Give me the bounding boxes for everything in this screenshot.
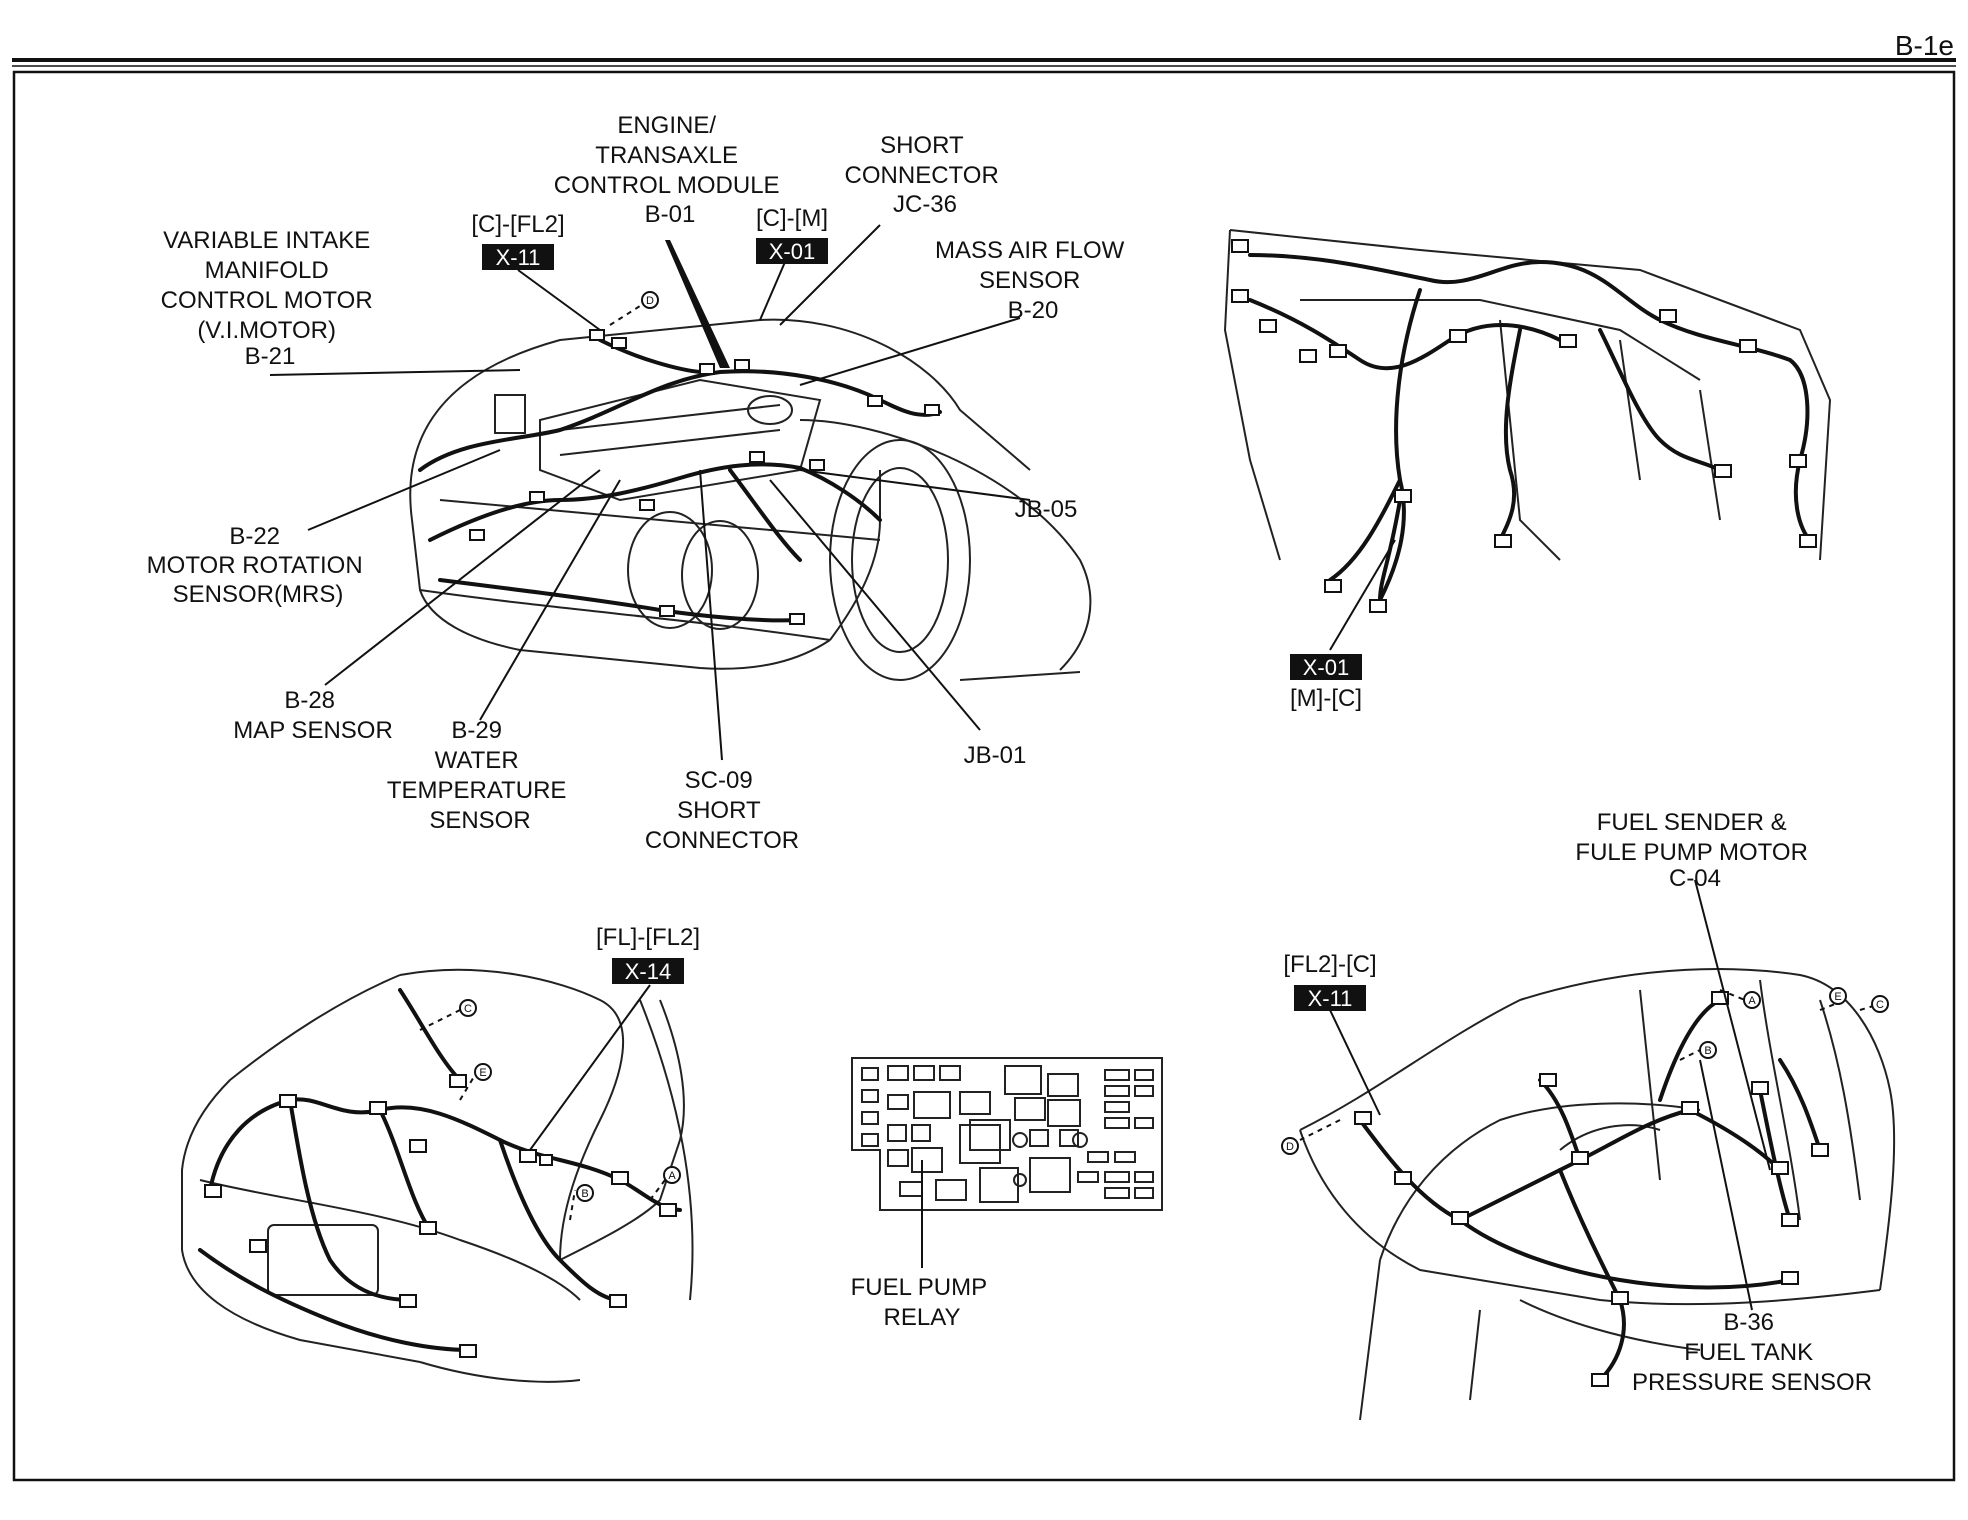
dashboard-harness-illustration xyxy=(1223,229,1832,613)
leader-x01-dash xyxy=(1329,539,1396,651)
label-fuel-sender-pump-motor: FUEL SENDER & FULE PUMP MOTOR C-04 xyxy=(1575,809,1814,892)
circle-marker-a-side: A xyxy=(1743,991,1761,1009)
label-ecm: ENGINE/ TRANSAXLE CONTROL MODULE B-01 xyxy=(554,112,786,228)
label-jb05: JB-05 xyxy=(1015,496,1078,523)
leader-map xyxy=(324,469,601,686)
svg-text:X-11: X-11 xyxy=(1308,986,1353,1011)
svg-text:D: D xyxy=(1286,1141,1294,1153)
svg-text:[FL]-[FL2]: [FL]-[FL2] xyxy=(596,924,700,951)
svg-text:A: A xyxy=(1748,995,1756,1007)
svg-text:B: B xyxy=(1704,1045,1711,1057)
svg-text:[M]-[C]: [M]-[C] xyxy=(1290,685,1362,712)
svg-text:X-14: X-14 xyxy=(625,959,671,984)
label-jb01: JB-01 xyxy=(964,742,1027,769)
svg-text:A: A xyxy=(668,1170,676,1182)
label-short-connector-jc36: SHORT CONNECTOR JC-36 xyxy=(845,132,1006,218)
diagram-frame xyxy=(12,70,1956,1482)
label-mass-air-flow-sensor: MASS AIR FLOW SENSOR B-20 xyxy=(935,237,1131,324)
connector-tag-x11-top: [C]-[FL2] X-11 xyxy=(471,211,565,270)
label-sc09-short-connector: SC-09 SHORT CONNECTOR xyxy=(645,767,799,854)
leader-x14 xyxy=(529,984,651,1151)
svg-text:[C]-[FL2]: [C]-[FL2] xyxy=(471,211,564,238)
svg-text:C: C xyxy=(464,1003,472,1015)
svg-text:X-01: X-01 xyxy=(769,239,815,264)
svg-text:[FL2]-[C]: [FL2]-[C] xyxy=(1283,951,1376,978)
label-fuel-tank-pressure-sensor: B-36 FUEL TANK PRESSURE SENSOR xyxy=(1632,1309,1872,1396)
page-number: B-1e xyxy=(1894,30,1954,61)
label-fuel-pump-relay: FUEL PUMP RELAY xyxy=(851,1274,994,1331)
leader-ecm-wedge xyxy=(665,240,730,368)
circle-marker-b-rear: B xyxy=(576,1184,594,1202)
leader-jb05 xyxy=(799,469,1031,501)
circle-marker-b-side: B xyxy=(1699,1041,1717,1059)
circle-marker-d-engine: D xyxy=(641,291,659,309)
leader-jc36 xyxy=(779,224,881,326)
circle-marker-a-rear: A xyxy=(663,1166,681,1184)
svg-text:E: E xyxy=(1834,991,1841,1003)
trunk-harness-illustration xyxy=(181,968,694,1383)
leader-sc09 xyxy=(699,469,723,761)
leader-vim xyxy=(269,369,521,376)
cabin-harness-illustration xyxy=(1299,968,1896,1421)
leader-x11-top xyxy=(517,269,601,331)
connector-tag-x01-top: [C]-[M] X-01 xyxy=(756,205,828,264)
label-motor-rotation-sensor: B-22 MOTOR ROTATION SENSOR(MRS) xyxy=(147,523,370,608)
leader-x11-side xyxy=(1329,1009,1381,1116)
circle-marker-d-side: D xyxy=(1281,1137,1299,1155)
svg-text:C: C xyxy=(1876,999,1884,1011)
svg-text:B: B xyxy=(581,1188,588,1200)
leader-jb01 xyxy=(769,479,981,731)
svg-text:E: E xyxy=(479,1067,486,1079)
connector-tag-x01-dash: X-01 [M]-[C] xyxy=(1290,654,1362,712)
svg-text:X-01: X-01 xyxy=(1303,655,1349,680)
label-water-temp-sensor: B-29 WATER TEMPERATURE SENSOR xyxy=(387,717,573,834)
leader-maf xyxy=(799,317,1021,386)
svg-text:X-11: X-11 xyxy=(496,245,541,270)
engine-compartment-illustration xyxy=(409,305,1092,681)
relay-box-illustration xyxy=(851,1057,1163,1211)
svg-text:[C]-[M]: [C]-[M] xyxy=(756,205,828,232)
leader-fuel-sender xyxy=(1694,879,1771,1171)
label-map-sensor: B-28 MAP SENSOR xyxy=(233,687,393,744)
label-vim-motor: VARIABLE INTAKE MANIFOLD CONTROL MOTOR (… xyxy=(161,227,380,370)
leader-mrs xyxy=(307,449,501,531)
circle-marker-e-rear: E xyxy=(474,1063,492,1081)
leader-wts xyxy=(479,479,621,721)
circle-marker-c-rear: C xyxy=(459,999,477,1017)
leader-fuel-tank-pressure-sensor xyxy=(1699,1059,1753,1311)
circle-marker-c-side: C xyxy=(1871,995,1889,1013)
svg-text:D: D xyxy=(646,295,654,307)
circle-marker-e-side: E xyxy=(1829,987,1847,1005)
connector-tag-x14: [FL]-[FL2] X-14 xyxy=(596,924,700,984)
connector-tag-x11-side: [FL2]-[C] X-11 xyxy=(1283,951,1377,1011)
leader-x01-top xyxy=(759,261,786,321)
